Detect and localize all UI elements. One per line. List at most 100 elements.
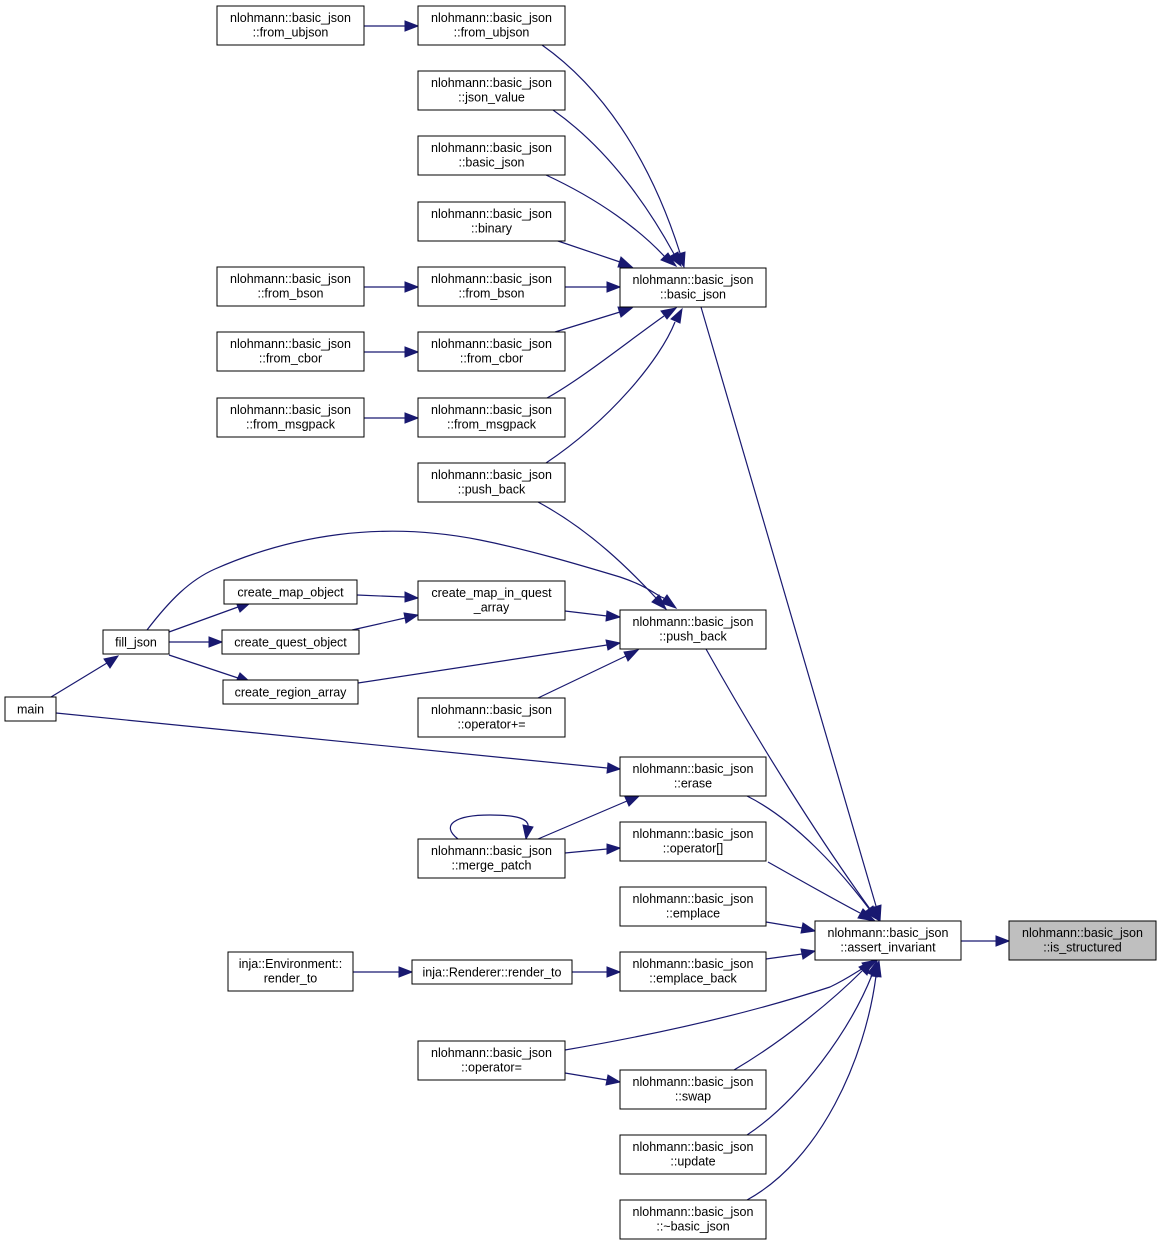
node-update[interactable]: nlohmann::basic_json::update: [619, 1134, 767, 1175]
node-label-line: nlohmann::basic_json: [633, 1140, 754, 1154]
node-emplace[interactable]: nlohmann::basic_json::emplace: [619, 886, 767, 927]
node-label-line: nlohmann::basic_json: [828, 926, 949, 940]
node-box[interactable]: [216, 266, 365, 307]
node-box[interactable]: [216, 331, 365, 372]
node-merge-patch[interactable]: nlohmann::basic_json::merge_patch: [417, 838, 566, 879]
node-cra[interactable]: create_region_array: [222, 679, 359, 705]
node-box[interactable]: [417, 397, 566, 438]
node-erase[interactable]: nlohmann::basic_json::erase: [619, 756, 767, 797]
edge-line: [357, 644, 608, 684]
node-main[interactable]: main: [4, 696, 57, 722]
node-box[interactable]: [417, 135, 566, 176]
node-binary[interactable]: nlohmann::basic_json::binary: [417, 201, 566, 242]
node-label-line: nlohmann::basic_json: [431, 76, 552, 90]
node-is-structured[interactable]: nlohmann::basic_json::is_structured: [1008, 920, 1157, 961]
node-box[interactable]: [1008, 920, 1157, 961]
node-box[interactable]: [619, 821, 767, 862]
node-box[interactable]: [417, 838, 566, 879]
node-box[interactable]: [619, 951, 767, 992]
node-box[interactable]: [619, 1199, 767, 1240]
node-box[interactable]: [619, 886, 767, 927]
node-box[interactable]: [417, 266, 566, 307]
edge-fill_json-to-cmo: [168, 601, 252, 633]
edge-erase-to-assert_invariant: [746, 795, 882, 923]
node-box[interactable]: [222, 679, 359, 705]
node-op-assign[interactable]: nlohmann::basic_json::operator=: [417, 1040, 566, 1081]
node-box[interactable]: [417, 1040, 566, 1081]
edge-from_cbor_l-to-from_cbor_m: [364, 346, 420, 358]
node-box[interactable]: [216, 397, 365, 438]
edge-line: [746, 975, 877, 1201]
node-box[interactable]: [619, 1134, 767, 1175]
arrowhead: [605, 610, 622, 622]
node-box[interactable]: [619, 1069, 767, 1110]
edge-from_cbor_m-to-bj_ctor: [554, 306, 634, 333]
node-box[interactable]: [216, 5, 365, 46]
node-box[interactable]: [619, 756, 767, 797]
node-from-msgpack-l[interactable]: nlohmann::basic_json::from_msgpack: [216, 397, 365, 438]
node-box[interactable]: [417, 201, 566, 242]
node-box[interactable]: [417, 697, 566, 738]
node-from-msgpack-m[interactable]: nlohmann::basic_json::from_msgpack: [417, 397, 566, 438]
node-box[interactable]: [102, 629, 170, 655]
node-label-line: nlohmann::basic_json: [431, 703, 552, 717]
node-fill-json[interactable]: fill_json: [102, 629, 170, 655]
node-from-bson-m[interactable]: nlohmann::basic_json::from_bson: [417, 266, 566, 307]
node-label-line: ::assert_invariant: [840, 941, 936, 955]
node-box[interactable]: [221, 629, 360, 655]
node-box[interactable]: [417, 5, 566, 46]
node-box[interactable]: [619, 609, 767, 650]
node-swap[interactable]: nlohmann::basic_json::swap: [619, 1069, 767, 1110]
node-render-to-r[interactable]: inja::Renderer::render_to: [411, 959, 573, 985]
edge-merge_patch-to-op_idx: [564, 843, 622, 855]
node-box[interactable]: [417, 462, 566, 503]
node-from-cbor-m[interactable]: nlohmann::basic_json::from_cbor: [417, 331, 566, 372]
node-label-line: nlohmann::basic_json: [633, 615, 754, 629]
edge-line: [564, 1072, 608, 1081]
node-from-ubjson-m[interactable]: nlohmann::basic_json::from_ubjson: [417, 5, 566, 46]
node-label-line: ::operator=: [461, 1061, 522, 1075]
node-box[interactable]: [619, 267, 767, 308]
edge-line: [537, 501, 657, 599]
node-box[interactable]: [417, 70, 566, 111]
arrowhead: [651, 594, 668, 611]
edge-line: [765, 953, 803, 960]
node-pb-main[interactable]: nlohmann::basic_json::push_back: [619, 609, 767, 650]
node-dtor[interactable]: nlohmann::basic_json::~basic_json: [619, 1199, 767, 1240]
node-bj-ctor2[interactable]: nlohmann::basic_json::basic_json: [417, 135, 566, 176]
node-cmo[interactable]: create_map_object: [223, 579, 358, 605]
node-label-line: nlohmann::basic_json: [431, 141, 552, 155]
node-opplus[interactable]: nlohmann::basic_json::operator+=: [417, 697, 566, 738]
node-label-line: nlohmann::basic_json: [230, 403, 351, 417]
node-box[interactable]: [4, 696, 57, 722]
node-cmiqa[interactable]: create_map_in_quest_array: [417, 580, 566, 621]
node-push-back-m[interactable]: nlohmann::basic_json::push_back: [417, 462, 566, 503]
node-render-to-e[interactable]: inja::Environment::render_to: [227, 951, 354, 992]
node-box[interactable]: [417, 580, 566, 621]
node-box[interactable]: [417, 331, 566, 372]
node-label-line: ::basic_json: [458, 156, 524, 170]
node-json-value[interactable]: nlohmann::basic_json::json_value: [417, 70, 566, 111]
arrowhead: [660, 252, 678, 268]
node-from-ubjson-l[interactable]: nlohmann::basic_json::from_ubjson: [216, 5, 365, 46]
node-assert-invariant[interactable]: nlohmann::basic_json::assert_invariant: [814, 920, 962, 961]
node-emplace-back[interactable]: nlohmann::basic_json::emplace_back: [619, 951, 767, 992]
node-label-line: nlohmann::basic_json: [633, 1075, 754, 1089]
node-label-line: ::merge_patch: [452, 859, 532, 873]
node-box[interactable]: [814, 920, 962, 961]
edge-line: [351, 617, 406, 631]
node-from-cbor-l[interactable]: nlohmann::basic_json::from_cbor: [216, 331, 365, 372]
node-cqo[interactable]: create_quest_object: [221, 629, 360, 655]
node-box[interactable]: [227, 951, 354, 992]
edge-from_bson_m-to-bj_ctor: [565, 281, 622, 293]
node-box[interactable]: [411, 959, 573, 985]
node-label-line: create_map_in_quest: [431, 586, 552, 600]
node-label-line: inja::Renderer::render_to: [423, 966, 562, 980]
node-op-idx[interactable]: nlohmann::basic_json::operator[]: [619, 821, 767, 862]
node-label-line: ::emplace: [666, 907, 720, 921]
node-box[interactable]: [223, 579, 358, 605]
node-bj-ctor[interactable]: nlohmann::basic_json::basic_json: [619, 267, 767, 308]
node-from-bson-l[interactable]: nlohmann::basic_json::from_bson: [216, 266, 365, 307]
edge-line: [705, 648, 871, 910]
